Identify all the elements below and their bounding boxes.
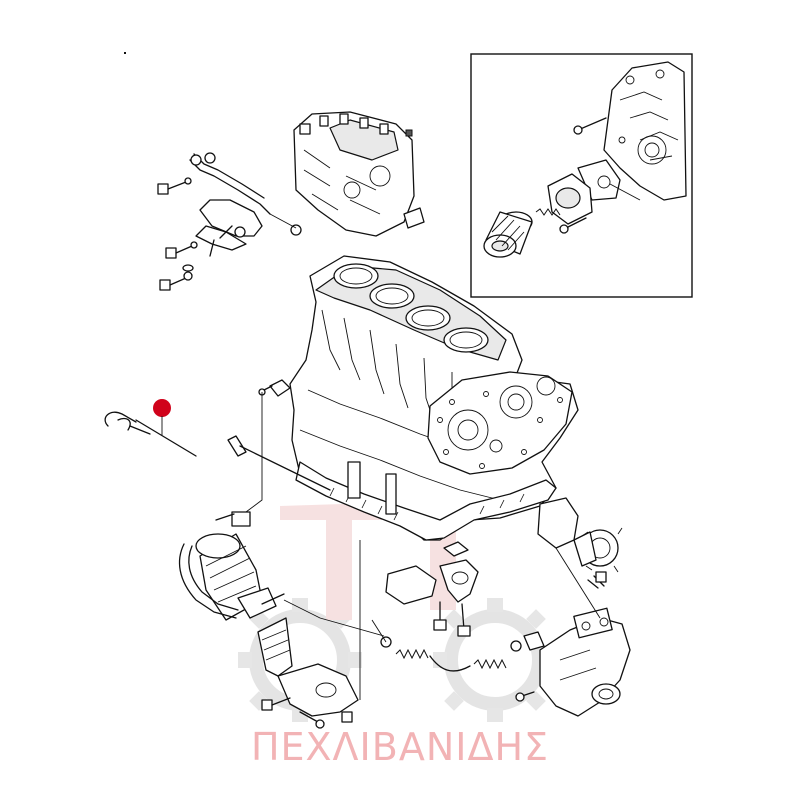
oil-pump	[537, 497, 623, 589]
watermark-gear-right	[433, 598, 557, 722]
bolt	[165, 241, 198, 259]
cylinder-bores	[333, 263, 489, 353]
washer	[182, 264, 194, 272]
bolt	[157, 177, 192, 195]
bolt	[159, 271, 193, 291]
oil-pressure-switch	[258, 379, 291, 397]
oil-filter-detail-inset	[470, 53, 693, 298]
oil-strainer	[385, 541, 479, 637]
corner-mark	[124, 52, 126, 54]
red-dot-icon	[153, 399, 171, 417]
leader-line	[245, 392, 263, 513]
fuel-injection-pump	[293, 111, 425, 237]
oil-cooler-bracket	[257, 617, 359, 729]
engine-cylinder-block	[289, 255, 579, 541]
assembly-leader-lines	[283, 540, 601, 700]
watermark-text: ΠΕΧΛΙΒΑΝΙΔΗΣ	[251, 725, 549, 769]
dipstick-guide	[227, 435, 331, 491]
oil-filter-assembly	[178, 511, 285, 621]
relief-valve-springs	[380, 636, 522, 672]
bolts-and-washers	[157, 177, 198, 291]
dipstick	[104, 411, 197, 457]
fuel-pipes	[189, 152, 302, 257]
water-pump-thermostat	[515, 607, 631, 717]
